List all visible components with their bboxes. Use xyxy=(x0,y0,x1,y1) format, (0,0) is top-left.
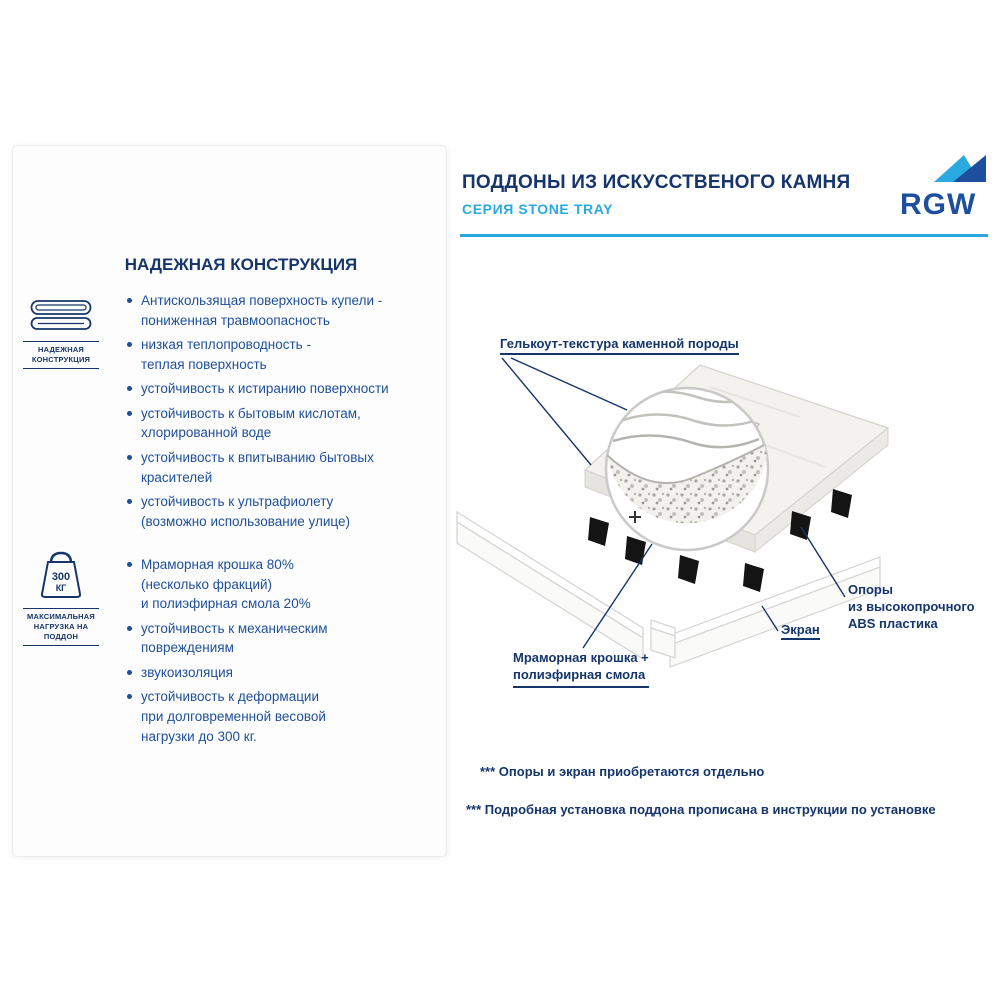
corner-block xyxy=(650,619,676,659)
label-supports: Опоры из высокопрочного ABS пластика xyxy=(848,582,975,631)
bullet-dot-icon xyxy=(127,625,132,631)
weight-unit: КГ xyxy=(56,583,67,593)
bullet-dot-icon xyxy=(127,562,132,567)
caption-rule xyxy=(23,368,99,370)
caption-rule xyxy=(23,645,99,647)
footnote-1: *** Опоры и экран приобретаются отдельно xyxy=(480,764,765,779)
magnifier-circle xyxy=(604,386,770,552)
left-panel-card xyxy=(12,145,447,857)
feature-item: устойчивость к ультрафиолету (возможно и… xyxy=(127,492,431,531)
max-load-badge-caption: МАКСИМАЛЬНАЯ НАГРУЗКА НА ПОДДОН xyxy=(27,612,95,642)
weight-value: 300 xyxy=(52,571,70,583)
construction-badge-caption: НАДЕЖНАЯ КОНСТРУКЦИЯ xyxy=(31,345,91,365)
screen-panels xyxy=(456,510,881,668)
feature-text: Антискользящая поверхность купели - пони… xyxy=(141,293,383,328)
feature-text: устойчивость к истиранию поверхности xyxy=(141,381,389,397)
page-title: ПОДДОНЫ ИЗ ИСКУССТВЕНОГО КАМНЯ xyxy=(462,172,851,193)
logo-flag-icon xyxy=(953,155,986,182)
feature-item: низкая теплопроводность - теплая поверхн… xyxy=(127,335,431,374)
label-marble: Мраморная крошка + полиэфирная смола xyxy=(513,650,649,688)
footnote-2: *** Подробная установка поддона прописан… xyxy=(466,802,936,817)
logo-text: RGW xyxy=(900,188,976,221)
max-load-badge: 300 КГ МАКСИМАЛЬНАЯ НАГРУЗКА НА ПОДДОН xyxy=(20,550,102,649)
feature-text: устойчивость к ультрафиолету (возможно и… xyxy=(141,494,350,529)
feature-text: устойчивость к бытовым кислотам, хлориро… xyxy=(141,405,361,441)
leader-lines xyxy=(501,357,846,649)
construction-badge: НАДЕЖНАЯ КОНСТРУКЦИЯ xyxy=(20,297,102,372)
bullet-dot-icon xyxy=(127,386,132,392)
rgw-logo-graphic: RGW xyxy=(900,155,986,221)
feature-item: устойчивость к деформации при долговреме… xyxy=(127,687,431,746)
feature-item: устойчивость к истиранию поверхности xyxy=(127,379,431,399)
label-gelcoat: Гелькоут-текстура каменной породы xyxy=(500,336,739,355)
feature-text: низкая теплопроводность - теплая поверхн… xyxy=(141,337,311,372)
caption-rule xyxy=(23,341,99,342)
feature-text: устойчивость к механическим повреждениям xyxy=(141,620,328,656)
feature-item: устойчивость к бытовым кислотам, хлориро… xyxy=(127,404,431,443)
bullet-dot-icon xyxy=(127,669,132,675)
panel-title: НАДЕЖНАЯ КОНСТРУКЦИЯ xyxy=(124,255,358,274)
plus-icon xyxy=(629,511,641,523)
feature-text: звукоизоляция xyxy=(141,664,233,680)
feature-text: Мраморная крошка 80% (несколько фракций)… xyxy=(141,557,311,612)
support-feet xyxy=(588,489,852,592)
bullet-dot-icon xyxy=(127,694,132,700)
tray-construction-icon xyxy=(30,300,92,330)
caption-rule xyxy=(23,608,99,609)
bullet-dot-icon xyxy=(127,454,132,460)
feature-text: устойчивость к деформации при долговреме… xyxy=(141,689,326,744)
tray-diagram-illustration xyxy=(456,357,890,668)
feature-item: Антискользящая поверхность купели - пони… xyxy=(127,291,431,330)
label-screen: Экран xyxy=(781,622,820,640)
page-subtitle: СЕРИЯ STONE TRAY xyxy=(462,201,614,217)
feature-item: Мраморная крошка 80% (несколько фракций)… xyxy=(127,555,431,614)
feature-item: устойчивость к впитыванию бытовых красит… xyxy=(127,448,431,487)
feature-list-2: Мраморная крошка 80% (несколько фракций)… xyxy=(127,555,431,751)
rgw-logo: RGW xyxy=(898,150,992,222)
bullet-dot-icon xyxy=(127,499,132,505)
header-divider xyxy=(460,234,988,237)
feature-item: устойчивость к механическим повреждениям xyxy=(127,619,431,658)
bullet-dot-icon xyxy=(127,410,132,416)
weight-icon: 300 КГ xyxy=(40,551,82,598)
bullet-dot-icon xyxy=(127,298,132,303)
feature-list-1: Антискользящая поверхность купели - пони… xyxy=(127,291,431,536)
bullet-dot-icon xyxy=(127,342,132,348)
feature-text: устойчивость к впитыванию бытовых красит… xyxy=(141,449,374,485)
feature-item: звукоизоляция xyxy=(127,663,431,683)
